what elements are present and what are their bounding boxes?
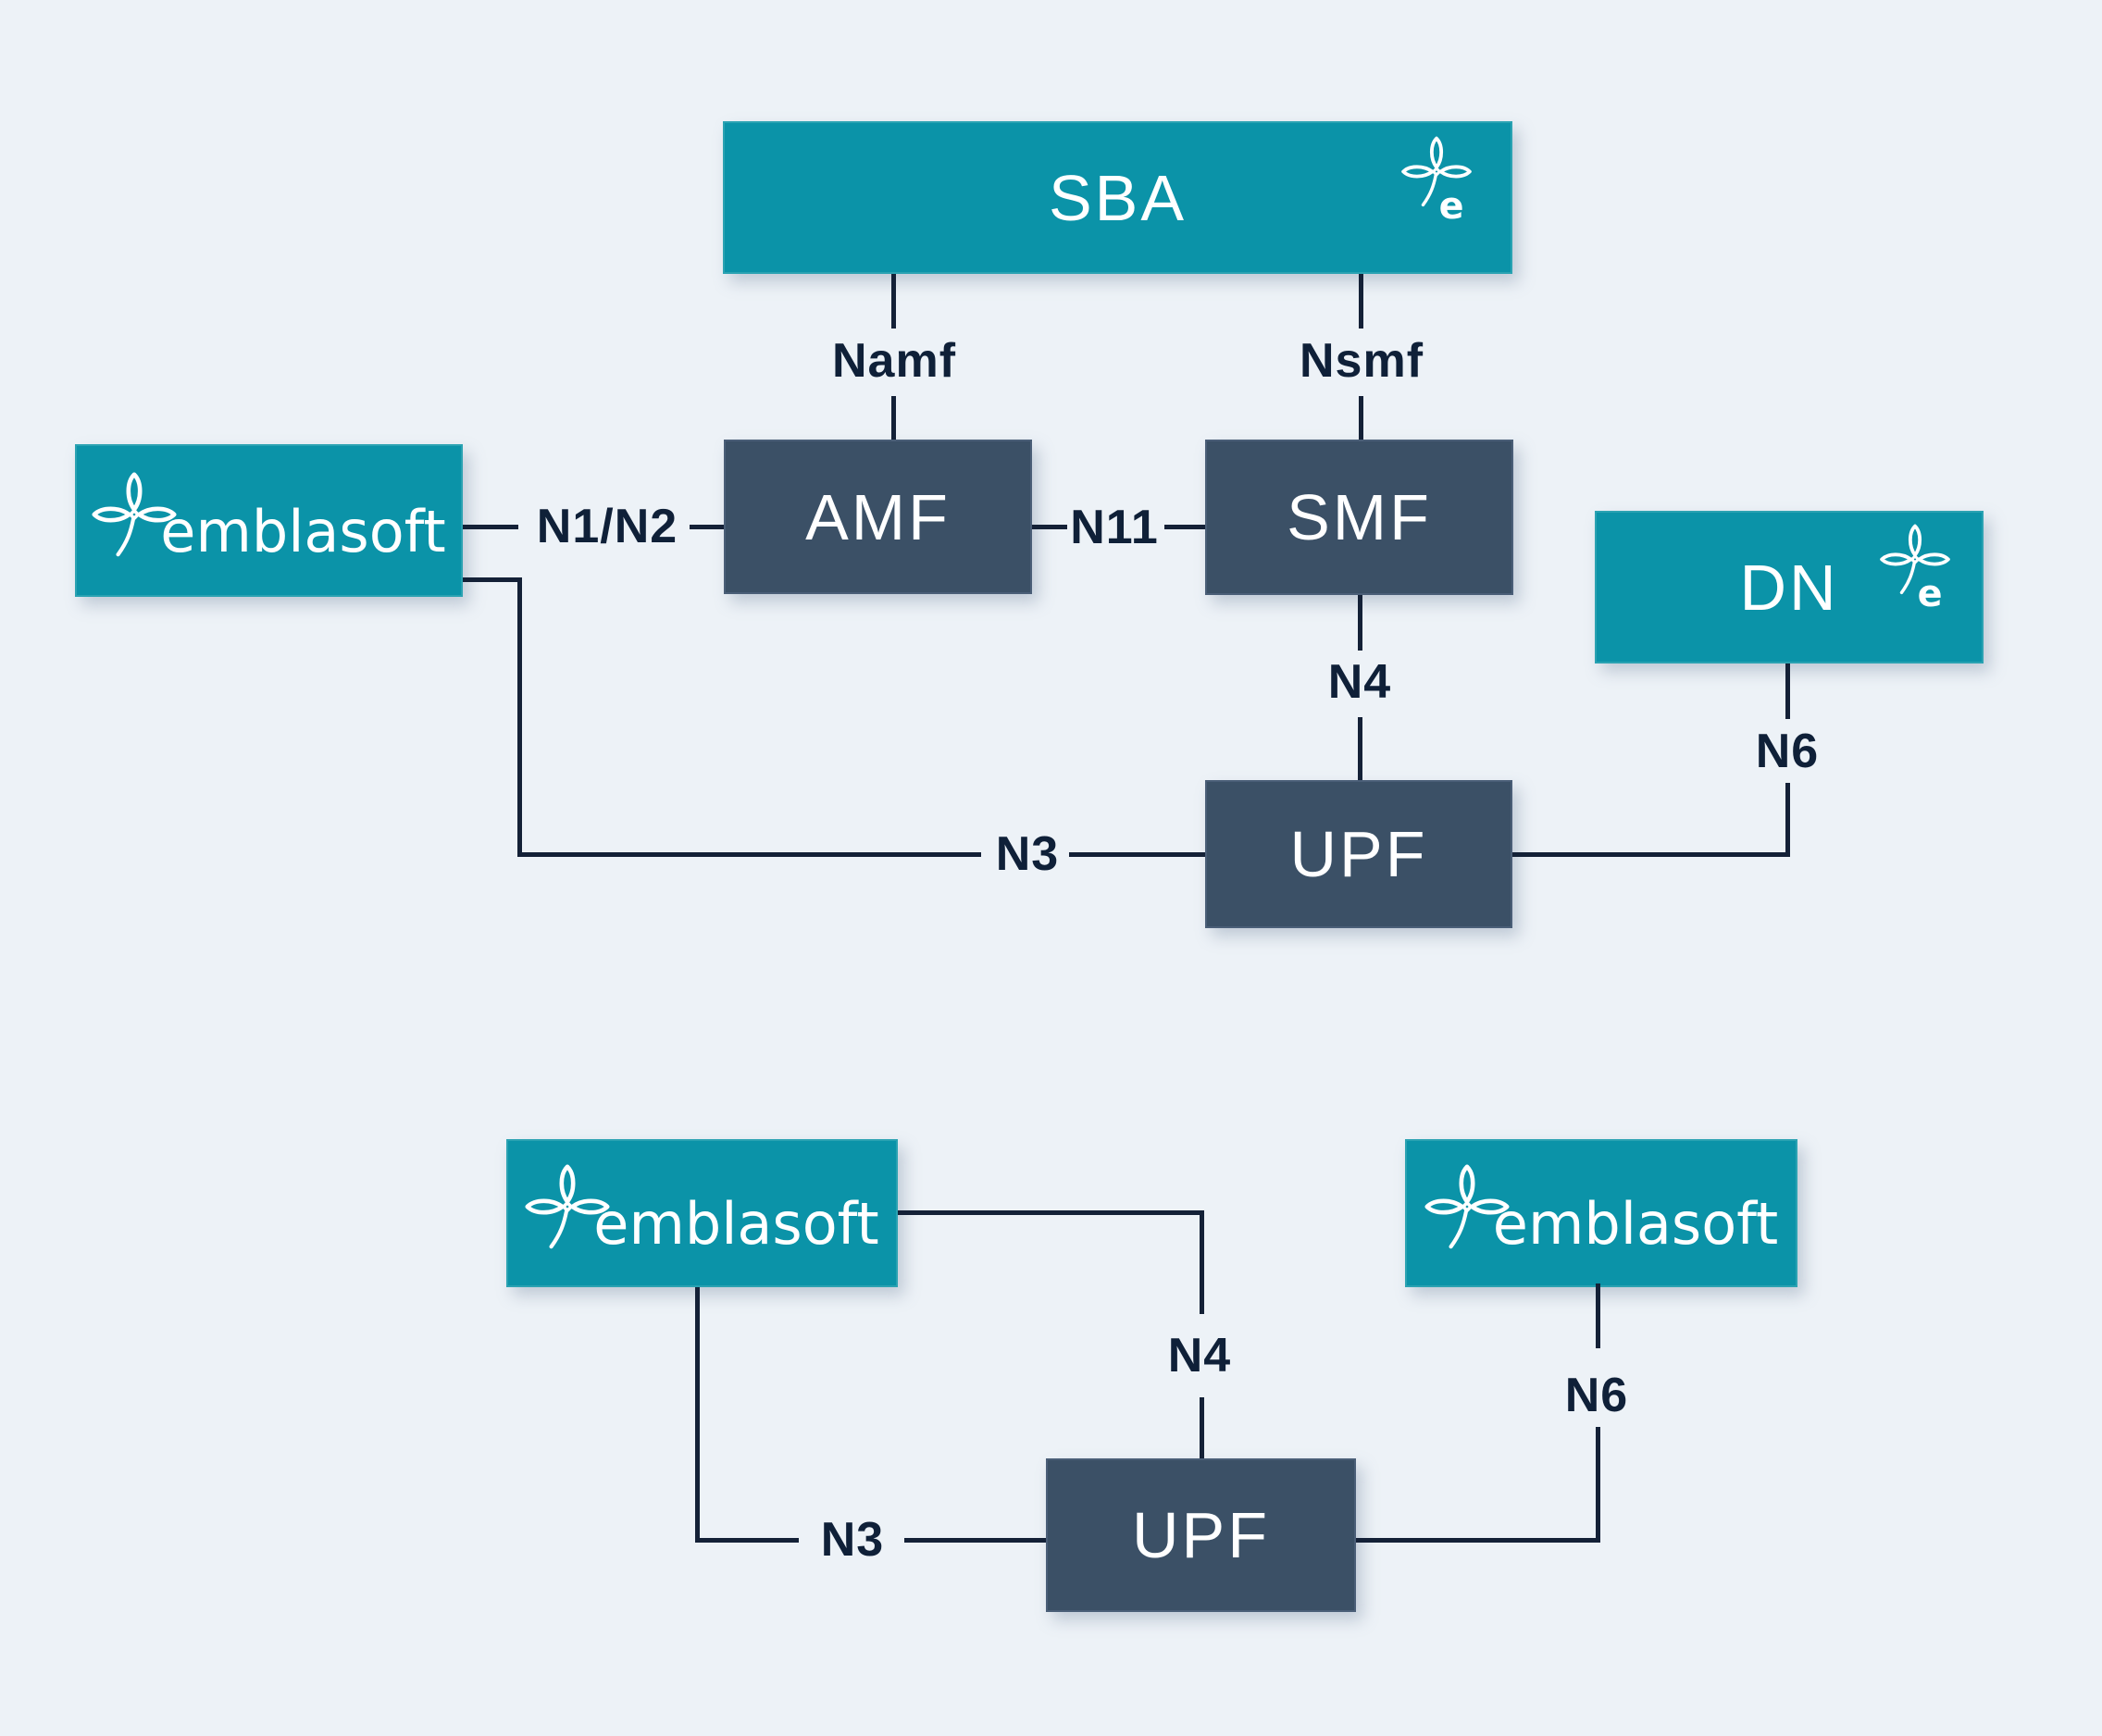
edge-label-namf: Namf bbox=[831, 334, 957, 388]
dn-node-label: DN bbox=[1739, 551, 1839, 624]
edge-label-n4: N4 bbox=[1167, 1329, 1232, 1383]
n3-line-left bbox=[695, 1538, 799, 1543]
edge-label-n3: N3 bbox=[995, 827, 1060, 881]
smf-node: SMF bbox=[1205, 440, 1513, 595]
namf-line-upper bbox=[891, 274, 896, 329]
upf-node-top: UPF bbox=[1205, 780, 1512, 928]
upf-node-bottom: UPF bbox=[1046, 1458, 1356, 1612]
emblasoft-node-bottom-left: emblasoft bbox=[506, 1139, 898, 1287]
n3-line-right bbox=[1069, 852, 1205, 857]
emblasoft-logo: emblasoft bbox=[92, 472, 446, 570]
n3-line-vertical bbox=[695, 1287, 700, 1543]
n3-line-exit bbox=[463, 577, 522, 582]
emblasoft-e-icon: e bbox=[1880, 524, 1950, 613]
edge-label-nsmf: Nsmf bbox=[1299, 334, 1424, 388]
sba-node-label: SBA bbox=[1048, 161, 1188, 234]
n3-line-vertical bbox=[517, 577, 522, 857]
namf-line-lower bbox=[891, 396, 896, 440]
n3-line-right bbox=[904, 1538, 1046, 1543]
n4-line-upper bbox=[1358, 595, 1362, 651]
emblasoft-e-letter: e bbox=[1439, 185, 1464, 225]
emblasoft-wordmark: emblasoft bbox=[160, 497, 446, 565]
upf-node-label: UPF bbox=[1132, 1499, 1270, 1571]
n3-line-left bbox=[517, 852, 981, 857]
emblasoft-wordmark: emblasoft bbox=[593, 1190, 879, 1258]
upf-node-label: UPF bbox=[1289, 818, 1428, 890]
edge-label-n6: N6 bbox=[1755, 725, 1820, 778]
n6-line-horizontal bbox=[1512, 852, 1790, 857]
n6-line-upper bbox=[1785, 663, 1790, 719]
edge-label-n1n2: N1/N2 bbox=[536, 500, 678, 553]
n11-line-right bbox=[1164, 525, 1205, 529]
emblasoft-node-top: emblasoft bbox=[75, 444, 463, 597]
emblasoft-wordmark: emblasoft bbox=[1492, 1190, 1779, 1258]
emblasoft-logo: emblasoft bbox=[525, 1164, 879, 1262]
n1n2-line-left bbox=[463, 525, 518, 529]
emblasoft-logo: emblasoft bbox=[1424, 1164, 1778, 1262]
n6-line-lower bbox=[1785, 783, 1790, 857]
nsmf-line-upper bbox=[1359, 274, 1363, 329]
sba-node: SBA e bbox=[723, 121, 1512, 274]
edge-label-n4: N4 bbox=[1327, 655, 1392, 709]
n6-line-horizontal bbox=[1356, 1538, 1600, 1543]
emblasoft-e-icon: e bbox=[1401, 136, 1472, 225]
n4-line-upper bbox=[1200, 1210, 1204, 1314]
amf-node-label: AMF bbox=[805, 480, 951, 553]
smf-node-label: SMF bbox=[1287, 481, 1432, 553]
n11-line-left bbox=[1032, 525, 1067, 529]
emblasoft-e-letter: e bbox=[1918, 573, 1943, 613]
n4-line-lower bbox=[1358, 717, 1362, 780]
n6-line-lower bbox=[1596, 1427, 1600, 1543]
nsmf-line-lower bbox=[1359, 396, 1363, 440]
edge-label-n6: N6 bbox=[1564, 1369, 1629, 1422]
emblasoft-node-bottom-right: emblasoft bbox=[1405, 1139, 1797, 1287]
edge-label-n3: N3 bbox=[820, 1513, 885, 1567]
n4-line-lower bbox=[1200, 1397, 1204, 1458]
edge-label-n11: N11 bbox=[1070, 501, 1159, 554]
n4-line-horizontal bbox=[898, 1210, 1204, 1215]
amf-node: AMF bbox=[724, 440, 1032, 594]
n1n2-line-right bbox=[690, 525, 724, 529]
n6-line-upper bbox=[1596, 1283, 1600, 1348]
dn-node: DN e bbox=[1595, 511, 1984, 663]
